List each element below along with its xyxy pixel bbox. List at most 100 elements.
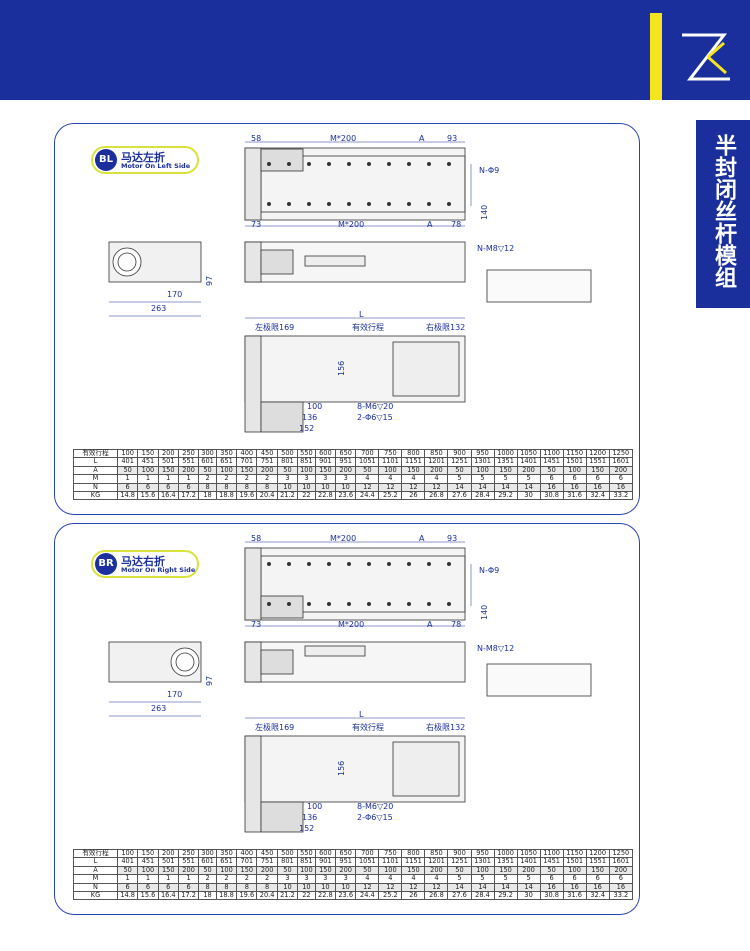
dim-100: 100 — [307, 802, 323, 811]
dim-93: 93 — [447, 134, 458, 143]
table-cell: 18 — [198, 491, 217, 501]
table-cell: 25.2 — [378, 891, 403, 901]
dim-l: L — [359, 710, 364, 719]
table-cell: 20.4 — [256, 491, 278, 501]
table-cell: 3 — [276, 874, 299, 884]
table-cell: 26.8 — [424, 491, 449, 501]
table-cell: 27.6 — [447, 491, 472, 501]
table-cell: 19.6 — [236, 491, 258, 501]
table-cell: 28.4 — [470, 891, 495, 901]
table-cell: 1 — [157, 874, 179, 884]
table-cell: 5 — [516, 474, 541, 484]
table-cell: 32.4 — [585, 891, 610, 901]
table-cell: 4 — [355, 474, 380, 484]
dim-152: 152 — [299, 424, 315, 433]
dim-a-bot: A — [427, 220, 433, 229]
dim-left-limit: 左极限169 — [255, 323, 295, 332]
table-cell: 3 — [297, 874, 316, 884]
table-cell: 31.6 — [562, 491, 587, 501]
dim-m200-top: M*200 — [330, 134, 357, 143]
table-cell: 5 — [493, 874, 518, 884]
table-cell: 6 — [608, 474, 634, 484]
dim-m200-bot: M*200 — [338, 620, 365, 629]
table-cell: 33.2 — [608, 891, 634, 901]
table-cell: 15.6 — [137, 491, 159, 501]
table-cell: 18 — [198, 891, 217, 901]
table-cell: 15.6 — [137, 891, 159, 901]
table-cell: 32.4 — [585, 491, 610, 501]
table-cell: 6 — [562, 874, 587, 884]
dim-97: 97 — [205, 275, 214, 286]
table-cell: 18.8 — [215, 891, 238, 901]
dim-97: 97 — [205, 675, 214, 686]
table-cell: 2 — [236, 474, 258, 484]
row-label: KG — [73, 491, 118, 501]
table-cell: 2 — [236, 874, 258, 884]
brand-logo — [662, 13, 750, 100]
table-cell: 33.2 — [608, 491, 634, 501]
dim-136: 136 — [302, 413, 318, 422]
section-title-en: Motor On Left Side — [121, 162, 191, 170]
dim-n-phi9: N-Φ9 — [479, 166, 500, 175]
table-cell: 6 — [539, 474, 564, 484]
table-cell: 20.4 — [256, 891, 278, 901]
table-cell: 22 — [297, 491, 316, 501]
dim-a-top: A — [419, 134, 425, 143]
table-cell: 23.6 — [335, 891, 357, 901]
dim-78: 78 — [451, 220, 462, 229]
table-cell: 4 — [378, 474, 403, 484]
table-cell: 19.6 — [236, 891, 258, 901]
table-cell: 24.4 — [355, 891, 380, 901]
dim-140: 140 — [480, 204, 489, 220]
table-cell: 25.2 — [378, 491, 403, 501]
table-cell: 3 — [335, 874, 357, 884]
table-cell: 27.6 — [447, 891, 472, 901]
table-cell: 3 — [314, 474, 337, 484]
dim-263: 263 — [151, 304, 167, 313]
module-drawing — [108, 541, 592, 833]
table-cell: 21.2 — [276, 891, 299, 901]
table-cell: 3 — [335, 474, 357, 484]
dim-156: 156 — [337, 760, 346, 776]
table-cell: 17.2 — [177, 891, 200, 901]
page-header — [0, 0, 750, 100]
table-cell: 22 — [297, 891, 316, 901]
table-cell: 30.8 — [539, 491, 564, 501]
dim-170: 170 — [167, 690, 183, 699]
section-title-en: Motor On Right Side — [121, 566, 196, 574]
table-cell: 1 — [116, 874, 139, 884]
vertical-title: 半封闭丝杆模组 — [711, 134, 736, 288]
table-cell: 22.8 — [314, 891, 337, 901]
header-yellow-stripe — [650, 13, 662, 100]
table-cell: 6 — [562, 474, 587, 484]
table-cell: 4 — [401, 874, 426, 884]
table-cell: 2 — [215, 874, 238, 884]
dim-m200-bot: M*200 — [338, 220, 365, 229]
dim-right-limit: 右极限132 — [426, 323, 466, 332]
dim-stroke: 有效行程 — [352, 723, 384, 732]
table-cell: 30 — [516, 491, 541, 501]
dim-m6: 8-M6▽20 — [357, 802, 394, 811]
dim-left-limit: 左极限169 — [255, 723, 295, 732]
table-cell: 4 — [424, 874, 449, 884]
table-cell: 6 — [585, 474, 610, 484]
table-cell: 1 — [116, 474, 139, 484]
table-cell: 6 — [608, 874, 634, 884]
table-cell: 5 — [470, 474, 495, 484]
dim-136: 136 — [302, 813, 318, 822]
table-cell: 1 — [137, 474, 159, 484]
dim-156: 156 — [337, 360, 346, 376]
row-label: M — [73, 874, 118, 884]
dim-right-limit: 右极限132 — [426, 723, 466, 732]
table-cell: 29.2 — [493, 491, 518, 501]
table-cell: 28.4 — [470, 491, 495, 501]
table-cell: 4 — [401, 474, 426, 484]
table-cell: 1 — [157, 474, 179, 484]
